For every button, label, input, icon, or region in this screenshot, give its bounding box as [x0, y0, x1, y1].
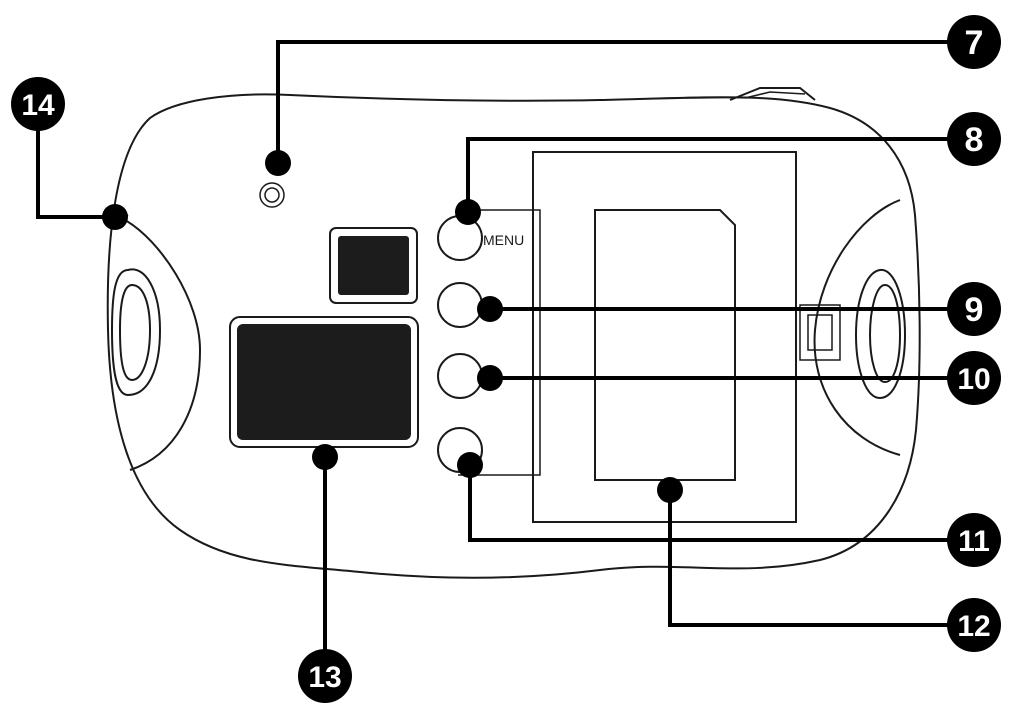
callout-14: 14	[11, 77, 65, 131]
callout-11: 11	[947, 513, 1001, 567]
leader-dots	[102, 150, 683, 503]
side-buttons	[437, 215, 483, 473]
svg-text:9: 9	[965, 291, 984, 329]
svg-text:7: 7	[965, 24, 984, 62]
body-outline	[106, 93, 921, 579]
memory-card-slot	[594, 209, 736, 481]
leader-lines	[36, 40, 960, 655]
top-shutter-bump	[729, 87, 816, 101]
callout-12: 12	[947, 598, 1001, 652]
svg-text:8: 8	[965, 121, 984, 159]
camera-body	[106, 87, 921, 579]
callout-9: 9	[947, 282, 1001, 336]
callout-8: 8	[947, 112, 1001, 166]
svg-text:14: 14	[21, 89, 55, 122]
side-connector	[799, 304, 841, 361]
left-grip	[124, 219, 202, 471]
svg-text:12: 12	[957, 610, 990, 643]
callout-13: 13	[298, 649, 352, 703]
svg-text:13: 13	[308, 661, 341, 694]
callout-7: 7	[947, 15, 1001, 69]
screen-frame	[532, 151, 797, 523]
svg-text:11: 11	[958, 525, 990, 558]
viewfinder	[329, 227, 418, 304]
svg-text:10: 10	[957, 363, 990, 396]
down-button[interactable]	[437, 353, 483, 399]
right-grip	[813, 199, 901, 456]
up-button[interactable]	[437, 282, 483, 328]
lcd-display	[229, 316, 419, 448]
button-panel	[458, 209, 541, 476]
callout-10: 10	[947, 351, 1001, 405]
menu-button-label: MENU	[483, 232, 524, 248]
